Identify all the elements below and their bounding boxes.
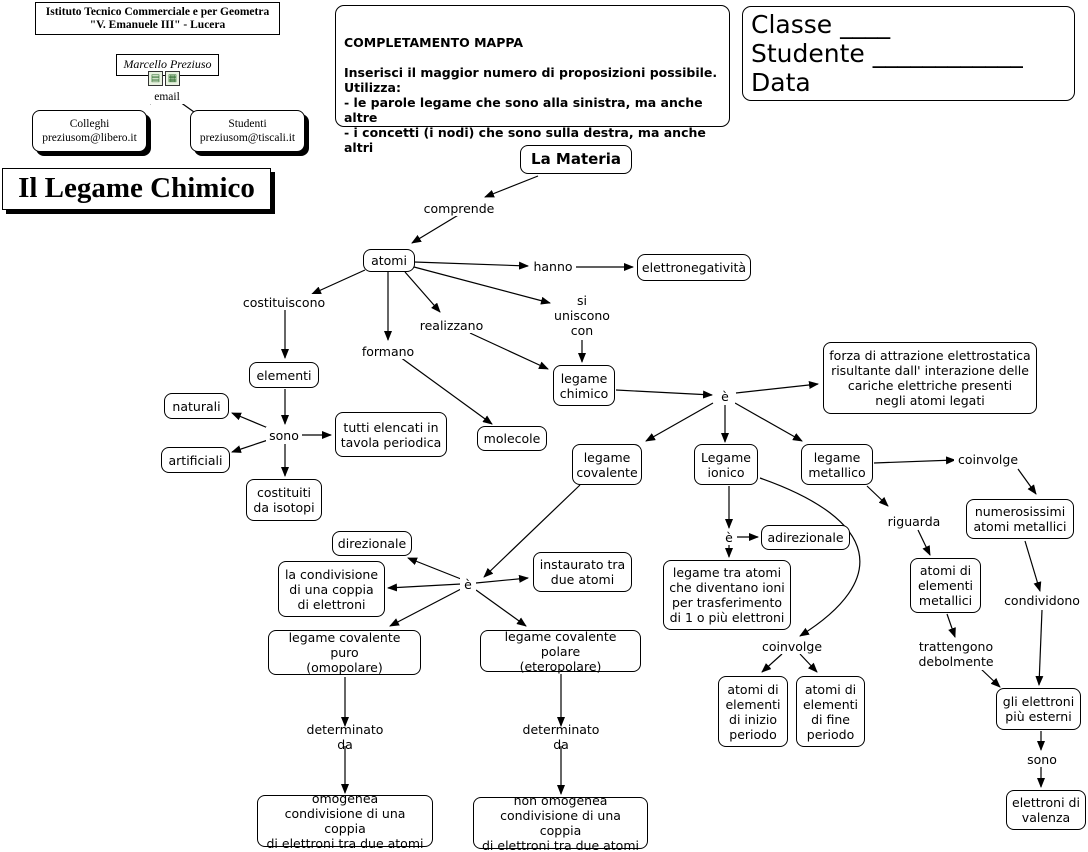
link-legame-e xyxy=(615,389,713,399)
link-sono-naturali xyxy=(231,412,269,429)
link-e-instaurato xyxy=(475,574,529,584)
link-e-condivisione xyxy=(387,583,462,592)
link-atomi-costituiscono xyxy=(311,269,366,295)
colleghi-contact[interactable]: Colleghi preziusom@libero.it xyxy=(32,110,147,152)
link-materia-comprende xyxy=(484,175,539,198)
link-label-realizzano: realizzano xyxy=(417,317,486,333)
link-atomi-realizzano xyxy=(404,271,441,313)
instructions-body: Inserisci il maggior numero di proposizi… xyxy=(344,65,718,155)
link-coinvolge-inizio xyxy=(761,653,783,673)
instructions-box: COMPLETAMENTO MAPPA Inserisci il maggior … xyxy=(335,5,730,155)
link-e-covalente xyxy=(645,402,714,442)
concept-elementi: elementi xyxy=(249,362,319,388)
concept-legame-metallico: legame metallico xyxy=(801,444,873,485)
link-label-riguarda: riguarda xyxy=(884,513,944,529)
concept-molecole: molecole xyxy=(477,426,547,451)
film-icon[interactable]: ▦ xyxy=(165,71,180,86)
link-e-direzionale xyxy=(407,557,462,580)
concept-tavola-periodica: tutti elencati in tavola periodica xyxy=(335,412,447,457)
concept-covalente-polare: legame covalente polare (eteropolare) xyxy=(480,629,641,674)
link-metallico-riguarda xyxy=(866,485,889,507)
link-label-determinato-polare: determinato da xyxy=(511,722,611,752)
link-label-trattengono: trattengono debolmente xyxy=(914,638,998,670)
school-name: Istituto Tecnico Commerciale e per Geome… xyxy=(35,2,280,35)
link-numerosissimi-condividono xyxy=(1024,540,1042,592)
concept-la-materia: La Materia xyxy=(520,145,632,174)
link-e-metallico xyxy=(734,402,803,442)
link-coinvolge-numerosissimi xyxy=(1017,468,1037,495)
email-label: email xyxy=(148,90,186,104)
link-formano-molecole xyxy=(399,356,493,425)
link-e-puro xyxy=(389,588,462,627)
concept-inizio-periodo: atomi di elementi di inizio periodo xyxy=(718,676,788,747)
link-atomi-siuniscono xyxy=(413,266,551,305)
link-atomi-hanno xyxy=(413,261,529,270)
link-label-si-uniscono: si uniscono con xyxy=(551,292,613,338)
link-comprende-atomi xyxy=(411,213,461,244)
link-label-costituiscono: costituiscono xyxy=(240,294,328,310)
author-name: Marcello Preziuso xyxy=(116,54,219,76)
link-label-coinvolge-metallico: coinvolge xyxy=(954,451,1022,467)
concept-naturali: naturali xyxy=(164,393,229,419)
concept-legame-chimico: legame chimico xyxy=(553,365,615,406)
link-label-sono-esterni: sono xyxy=(1024,751,1060,767)
link-label-coinvolge-ionico: coinvolge xyxy=(758,638,826,654)
link-metallico-coinvolge xyxy=(873,456,956,465)
link-riguarda-atomimetallici xyxy=(917,529,931,556)
link-label-sono-elementi: sono xyxy=(266,427,302,443)
concept-direzionale: direzionale xyxy=(332,531,412,556)
link-e-forza xyxy=(735,381,819,394)
concept-fine-periodo: atomi di elementi di fine periodo xyxy=(796,676,865,747)
concept-ioni: legame tra atomi che diventano ioni per … xyxy=(663,560,791,630)
concept-condivisione: la condivisione di una coppia di elettro… xyxy=(278,561,385,617)
student-info-box[interactable]: Classe ____ Studente ____________ Data xyxy=(742,6,1075,101)
concept-artificiali: artificiali xyxy=(161,447,230,473)
concept-atomi: atomi xyxy=(363,249,415,272)
concept-atomi-metallici: atomi di elementi metallici xyxy=(910,558,981,613)
link-realizzano-legame xyxy=(469,332,549,370)
concept-adirezionale: adirezionale xyxy=(761,525,850,550)
book-icon[interactable]: ▤ xyxy=(148,71,163,86)
link-label-e-legame: è xyxy=(715,388,735,404)
link-label-e-ionico: è xyxy=(721,529,737,545)
link-e-polare xyxy=(475,589,527,627)
link-label-hanno: hanno xyxy=(530,258,576,274)
link-label-condividono: condividono xyxy=(1000,592,1084,608)
concept-elettronegativita: elettronegatività xyxy=(637,254,751,281)
concept-isotopi: costituiti da isotopi xyxy=(246,479,322,521)
concept-non-omogenea: non omogenea condivisione di una coppia … xyxy=(473,793,648,852)
page-title: Il Legame Chimico xyxy=(2,168,271,210)
concept-forza-attrazione: forza di attrazione elettrostatica risul… xyxy=(823,342,1037,414)
link-label-determinato-puro: determinato da xyxy=(295,722,395,752)
link-atomimetallici-trattengono xyxy=(946,613,956,638)
link-label-formano: formano xyxy=(359,343,417,359)
concept-elettroni-valenza: elettroni di valenza xyxy=(1006,790,1086,830)
link-ionico-coinvolge xyxy=(759,477,861,637)
studenti-contact[interactable]: Studenti preziusom@tiscali.it xyxy=(190,110,305,152)
concept-numerosissimi: numerosissimi atomi metallici xyxy=(966,499,1074,539)
link-label-e-covalente: è xyxy=(460,576,476,592)
concept-instaurato: instaurato tra due atomi xyxy=(533,552,632,592)
link-covalente-e xyxy=(483,484,581,578)
concept-legame-covalente: legame covalente xyxy=(572,444,642,485)
link-label-comprende: comprende xyxy=(421,200,497,216)
link-sono-artificiali xyxy=(231,439,269,453)
concept-covalente-puro: legame covalente puro (omopolare) xyxy=(268,630,421,675)
concept-omogenea: omogenea condivisione di una coppia di e… xyxy=(257,791,433,851)
instructions-heading: COMPLETAMENTO MAPPA xyxy=(344,35,524,50)
link-condividono-esterni xyxy=(1035,609,1044,686)
link-trattengono-esterni xyxy=(979,667,1001,688)
concept-elettroni-esterni: gli elettroni più esterni xyxy=(996,688,1081,730)
concept-legame-ionico: Legame ionico xyxy=(694,444,758,485)
resource-icons: ▤ ▦ xyxy=(148,71,182,88)
link-coinvolge-fine xyxy=(799,653,818,673)
